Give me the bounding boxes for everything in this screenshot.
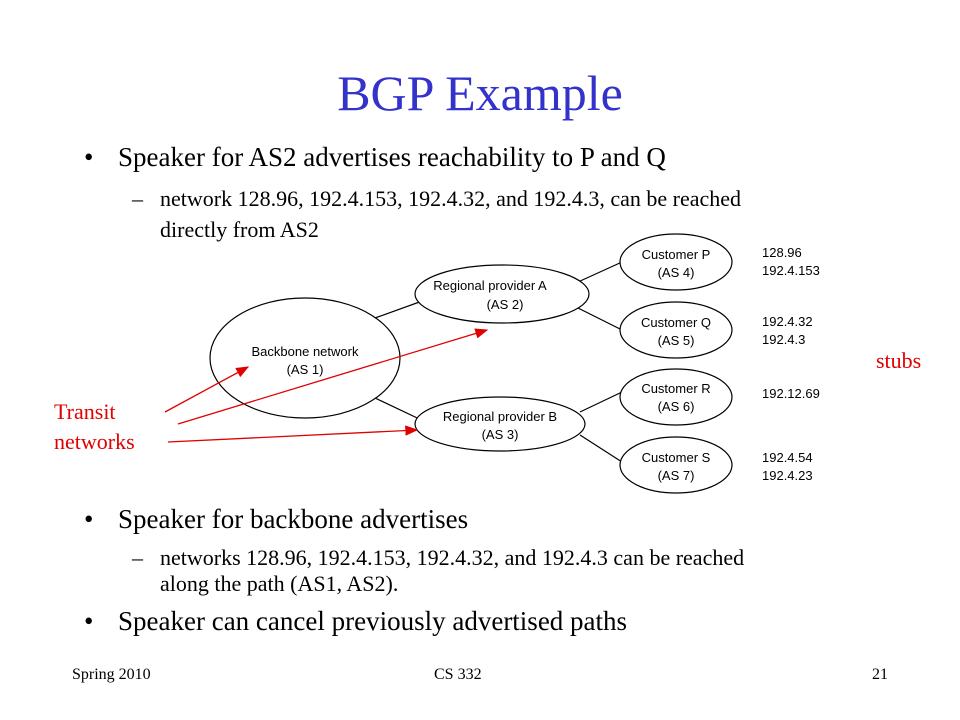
transit-networks-label: Transit networks [54,397,135,457]
bullet-1: • Speaker for AS2 advertises reachabilit… [84,142,666,173]
customer-s-label: Customer S [642,450,711,465]
bullet-3-text: Speaker can cancel previously advertised… [118,606,628,636]
customer-r-as: (AS 6) [658,399,695,414]
stubs-label: stubs [876,348,922,373]
bullet-3: • Speaker can cancel previously advertis… [84,606,628,637]
provider-a-as: (AS 2) [487,297,524,312]
bullet-1-text: Speaker for AS2 advertises reachability … [118,142,666,172]
backbone-as: (AS 1) [287,362,324,377]
sub-bullet-1-line1: network 128.96, 192.4.153, 192.4.32, and… [160,186,742,211]
bullet-dot: • [84,606,94,636]
sub-bullet-2-line1: networks 128.96, 192.4.153, 192.4.32, an… [160,545,745,570]
net-s-2: 192.4.23 [762,468,813,483]
customer-p-label: Customer P [642,247,711,262]
customer-q-label: Customer Q [641,315,711,330]
transit-arrow-provider-b [167,425,419,443]
transit-arrow-backbone [164,366,250,413]
footer-date: Spring 2010 [72,666,151,683]
provider-b-as: (AS 3) [482,427,519,442]
customer-p-as: (AS 4) [658,265,695,280]
bullet-dot: • [84,504,94,534]
backbone-label: Backbone network [252,344,359,359]
net-s-1: 192.4.54 [762,450,813,465]
provider-a-label: Regional provider A [433,278,547,293]
link-b-r [579,391,623,413]
provider-a-node [414,264,590,324]
link-backbone-a [374,299,426,319]
link-b-s [579,434,623,463]
bullet-dot: • [84,142,94,172]
net-r-1: 192.12.69 [762,386,820,401]
sub-bullet-1-line2: directly from AS2 [160,217,319,242]
net-p-2: 192.4.153 [762,263,820,278]
customer-r-label: Customer R [641,381,710,396]
bullet-2-text: Speaker for backbone advertises [118,504,469,534]
net-q-2: 192.4.3 [762,332,805,347]
customer-p-node [619,233,733,291]
customer-q-node [619,301,733,359]
provider-b-label: Regional provider B [443,409,557,424]
net-p-1: 128.96 [762,245,802,260]
sub-bullet-1: – network 128.96, 192.4.153, 192.4.32, a… [132,186,742,243]
customer-q-as: (AS 5) [658,333,695,348]
sub-dash: – [132,545,143,570]
sub-bullet-2: – networks 128.96, 192.4.153, 192.4.32, … [132,545,745,597]
customer-r-node [619,368,733,426]
provider-b-node [414,396,586,452]
link-a-p [577,261,623,283]
footer-course: CS 332 [434,666,482,683]
customer-s-node [619,436,733,494]
bullet-2: • Speaker for backbone advertises [84,504,469,535]
footer-page-number: 21 [872,666,888,683]
slide-title: BGP Example [337,65,623,121]
transit-arrow-provider-a [177,328,489,425]
customer-s-as: (AS 7) [658,468,695,483]
link-a-q [577,307,623,331]
backbone-node [209,297,401,419]
transit-label-line1: Transit [54,399,116,424]
transit-label-line2: networks [54,429,135,454]
net-q-1: 192.4.32 [762,314,813,329]
sub-bullet-2-line2: along the path (AS1, AS2). [160,571,399,596]
sub-dash: – [132,186,143,211]
